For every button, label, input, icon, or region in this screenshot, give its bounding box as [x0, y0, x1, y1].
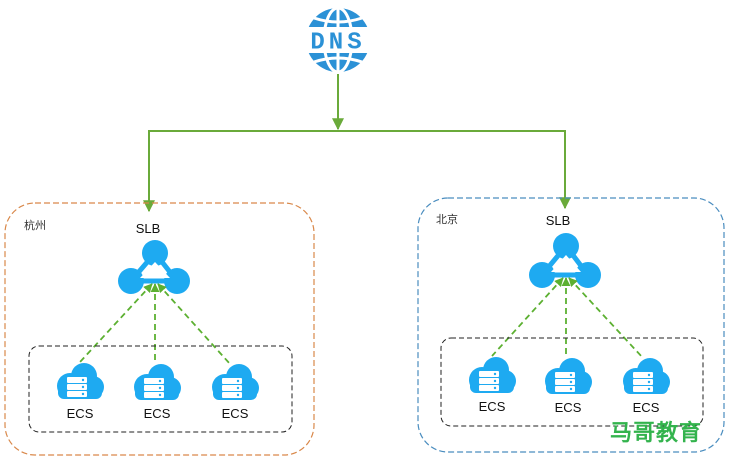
cloud-server-icon [57, 363, 104, 399]
dns-node: DNS [302, 6, 374, 74]
cloud-server-icon [469, 357, 516, 393]
slb-to-ecs-links-beijing [491, 277, 644, 359]
region-beijing-border [417, 197, 725, 453]
ecs-node: ECS [212, 364, 259, 421]
region-beijing: 北京 SLB [417, 197, 725, 453]
ecs-label: ECS [222, 406, 249, 421]
ecs-node: ECS [134, 364, 181, 421]
region-hangzhou-border [4, 202, 315, 456]
ecs-node: ECS [57, 363, 104, 421]
link-to-hangzhou-slb [143, 130, 338, 213]
ecs-node: ECS [469, 357, 516, 414]
region-beijing-label: 北京 [436, 212, 458, 226]
cloud-server-icon [134, 364, 181, 400]
ecs-label: ECS [144, 406, 171, 421]
slb-label-hangzhou: SLB [136, 221, 161, 236]
dns-text: DNS [310, 30, 365, 57]
region-hangzhou: 杭州 SLB [4, 202, 315, 456]
region-hangzhou-label: 杭州 [24, 218, 46, 232]
slb-icon-hangzhou [118, 240, 190, 294]
ecs-label: ECS [633, 400, 660, 415]
dns-globe-icon: DNS [302, 6, 374, 74]
cloud-server-icon [545, 358, 592, 394]
slb-icon-beijing [529, 233, 601, 288]
watermark-logo: 马哥教育 [610, 420, 702, 446]
cloud-server-icon [212, 364, 259, 400]
ecs-label: ECS [555, 400, 582, 415]
ecs-label: ECS [479, 399, 506, 414]
link-to-beijing-slb [338, 130, 571, 210]
ecs-node: ECS [545, 358, 592, 415]
slb-label-beijing: SLB [546, 213, 571, 228]
ecs-label: ECS [67, 406, 94, 421]
ecs-group-hangzhou [28, 345, 293, 433]
ecs-group-beijing [440, 337, 704, 427]
slb-to-ecs-links-hangzhou [79, 283, 231, 365]
dns-to-slb-links [143, 74, 571, 213]
cloud-server-icon [623, 358, 670, 394]
ecs-node: ECS [623, 358, 670, 415]
